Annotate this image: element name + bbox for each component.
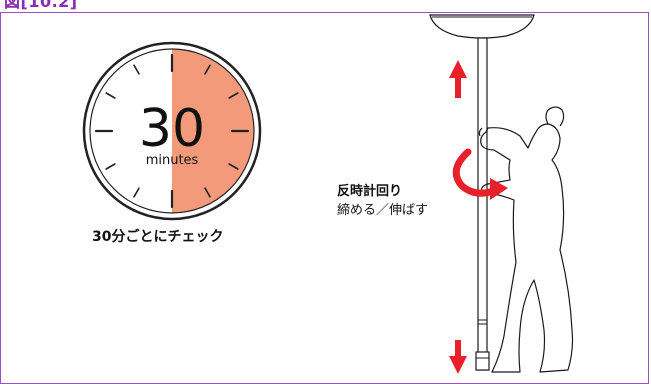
lamp-shade — [429, 14, 535, 39]
timer-inner-ring — [89, 48, 255, 214]
timer-clock: 30 minutes — [82, 41, 262, 221]
timer-tick — [204, 187, 211, 198]
timer-tick — [228, 163, 239, 170]
timer-ticks — [94, 53, 250, 209]
rotation-action-label: 締める／伸ばす — [337, 203, 429, 218]
timer-elapsed-fill — [172, 49, 254, 213]
down-arrow-icon — [449, 340, 467, 374]
up-arrow-icon — [449, 60, 467, 98]
figure-label: 図[10.2] — [4, 0, 78, 11]
floor-lamp — [429, 14, 535, 371]
timer-tick — [133, 64, 140, 75]
timer-tick — [105, 92, 116, 99]
timer-tick — [204, 64, 211, 75]
timer-tick — [133, 187, 140, 198]
rotation-direction-label: 反時計回り — [337, 184, 403, 199]
timer-tick — [228, 92, 239, 99]
timer-tick — [105, 163, 116, 170]
person-figure — [478, 106, 574, 373]
counterclockwise-rotate-arrow-icon — [452, 148, 508, 200]
timer-caption: 30分ごとにチェック — [92, 229, 224, 245]
timer-number: 30 — [139, 99, 205, 159]
timer-unit: minutes — [146, 153, 199, 168]
